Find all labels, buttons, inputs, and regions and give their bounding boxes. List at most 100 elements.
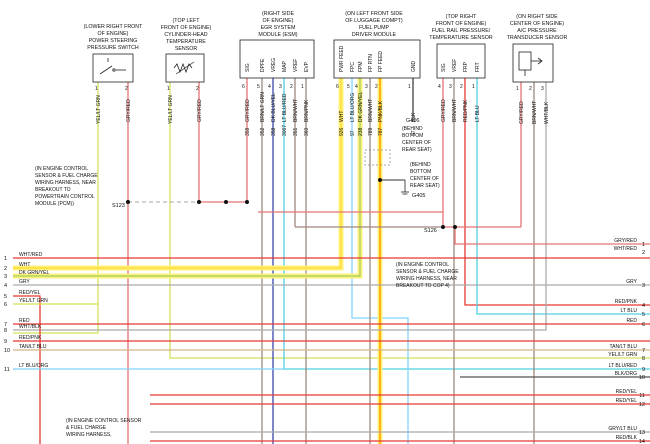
cht-wire-1: YEL/LT GRN <box>168 95 174 124</box>
s123-desc-0: (IN ENGINE CONTROL <box>35 166 88 172</box>
cht-pin-2: 2 <box>196 86 199 92</box>
right-connector-number: 13 <box>639 430 645 436</box>
splice-dot <box>441 225 445 229</box>
left-connector-number: 5 <box>4 294 7 300</box>
frp-sensor-box <box>436 43 486 79</box>
egr-pin-name: MAP <box>282 61 288 73</box>
ac-desc-0: (ON RIGHT SIDE <box>516 14 558 20</box>
splice-dot <box>453 225 457 229</box>
right-connector-number: 11 <box>639 393 645 399</box>
fp-circuit-number: 57 <box>411 130 417 136</box>
egr-pin-name: VREF <box>293 59 299 72</box>
left-connector-label: LT BLU/ORG <box>19 363 48 369</box>
egr-desc-2: EGR SYSTEM <box>261 25 296 31</box>
wire-h-red-yel-l <box>13 295 41 444</box>
ac-pin-number: 1 <box>516 86 519 92</box>
egr-wire-color: BRN/WHT <box>293 99 299 122</box>
left-connector-label: YEL/LT GRN <box>19 298 48 304</box>
ac-wire-color: WHT/BLK <box>544 101 550 124</box>
cht-pin-1: 1 <box>167 86 170 92</box>
right-connector-number: 2 <box>642 250 645 256</box>
splice-bottom: (IN ENGINE CONTROL SENSOR & FUEL CHARGE … <box>66 418 142 438</box>
frp-pin-number: 2 <box>460 84 463 90</box>
right-connector-number: 3 <box>642 283 645 289</box>
ac-pin-number: 2 <box>529 86 532 92</box>
fp-pin-number: 3 <box>365 84 368 90</box>
right-connector-label: RED/YEL <box>616 398 638 404</box>
frp-desc-3: TEMPERATURE SENSOR <box>429 35 493 41</box>
wire-frp-red-pnk <box>464 78 650 306</box>
right-connector-label: RED/YEL <box>616 389 638 395</box>
pressure-transducer-icon <box>518 51 543 76</box>
left-connector-number: 4 <box>4 283 7 289</box>
ps-switch-box <box>92 53 134 83</box>
right-connector-label: YEL/LT GRN <box>608 352 637 358</box>
fp-circuit-number: 97 <box>350 130 356 136</box>
fp-pin-name: FP FEED <box>378 51 384 72</box>
cht-desc-0: (TOP LEFT <box>173 18 201 24</box>
ac-pressure-transducer-sensor: (ON RIGHT SIDE CENTER OF ENGINE) A/C PRE… <box>507 14 568 124</box>
s123-desc-4: POWERTRAIN CONTROL <box>35 194 95 200</box>
g406-desc-3: REAR SEAT) <box>402 147 432 153</box>
right-connector-label: GRY/RED <box>614 238 637 244</box>
fp-circuit-number: 789 <box>368 127 374 136</box>
ground-g406: G406 (BEHIND BOTTOM CENTER OF REAR SEAT) <box>402 118 432 153</box>
s123-desc-5: MODULE (PCM)) <box>35 201 74 207</box>
frp-pin-number: 3 <box>449 84 452 90</box>
fp-pin-number: 1 <box>408 84 411 90</box>
left-connector-number: 1 <box>4 256 7 262</box>
g406-id: G406 <box>406 118 419 124</box>
egr-pin-number: 3 <box>279 84 282 90</box>
left-connector-number: 8 <box>4 328 7 334</box>
right-connector-label: LT BLU <box>621 308 638 314</box>
egr-wire-color: BRN/LT GRN <box>260 92 266 122</box>
cylinder-head-temperature-sensor: (TOP LEFT FRONT OF ENGINE) CYLINDER-HEAD… <box>161 18 212 124</box>
ps-wire-1: YEL/LT GRN <box>96 95 102 124</box>
thermistor-icon <box>173 62 193 74</box>
cht-desc-4: SENSOR <box>175 46 198 52</box>
right-connector-number: 8 <box>642 356 645 362</box>
fp-pin-name: PWR FEED <box>339 45 345 72</box>
wire-fp-dkgrn-yel-core <box>13 78 361 277</box>
egr-circuit-number: 359 <box>245 127 251 136</box>
egr-pin-number: 1 <box>301 84 304 90</box>
g405-id: G405 <box>412 193 425 199</box>
fp-pin-number: 2 <box>375 84 378 90</box>
frp-pin-number: 4 <box>438 84 441 90</box>
s126-desc-0: (IN ENGINE CONTROL <box>396 262 449 268</box>
right-connector-number: 12 <box>639 402 645 408</box>
egr-pin-name: SIG <box>245 63 251 72</box>
egr-circuit-number: 358 <box>271 127 277 136</box>
frp-wire-color: GRY/RED <box>441 99 447 122</box>
s123-id: S123 <box>112 203 125 209</box>
right-connector-number: 6 <box>642 322 645 328</box>
fp-pin-name: GND <box>411 61 417 73</box>
g405-desc-1: BOTTOM <box>410 169 431 175</box>
g405-desc-0: (BEHIND <box>410 162 431 168</box>
bottom-desc-1: & FUEL CHARGE <box>66 425 107 431</box>
egr-circuit-number: 352 <box>260 127 266 136</box>
right-connector-label: RED <box>626 318 637 324</box>
ac-sensor-box <box>512 43 554 83</box>
bottom-desc-2: WIRING HARNESS, <box>66 432 112 438</box>
wire-fp-connector-dash <box>364 149 391 166</box>
ac-desc-3: TRANSDUCER SENSOR <box>507 35 568 41</box>
frp-wire-color: RED/PNK <box>463 99 469 122</box>
fp-circuit-number: 238 <box>358 127 364 136</box>
fp-wire-color: BLK <box>411 112 417 122</box>
left-connector-number: 2 <box>4 266 7 272</box>
splice-s123: (IN ENGINE CONTROL SENSOR & FUEL CHARGE … <box>35 166 125 209</box>
ps-desc-3: PRESSURE SWITCH <box>87 45 139 51</box>
wire-cht-yel-ltgrn <box>169 82 650 359</box>
thermistor-arrow-icon <box>175 61 195 75</box>
frp-pin-name: VREF <box>452 59 458 72</box>
splice-dot <box>224 200 228 204</box>
fp-circuit-number: 787 <box>378 127 384 136</box>
egr-pin-number: 4 <box>268 84 271 90</box>
frp-wire-color: LT BLU <box>475 105 481 122</box>
egr-pin-name: VREG <box>271 58 277 72</box>
fp-pin-name: FPC <box>350 62 356 72</box>
left-connector-number: 11 <box>4 367 10 373</box>
ps-desc-2: POWER STEERING <box>89 38 138 44</box>
